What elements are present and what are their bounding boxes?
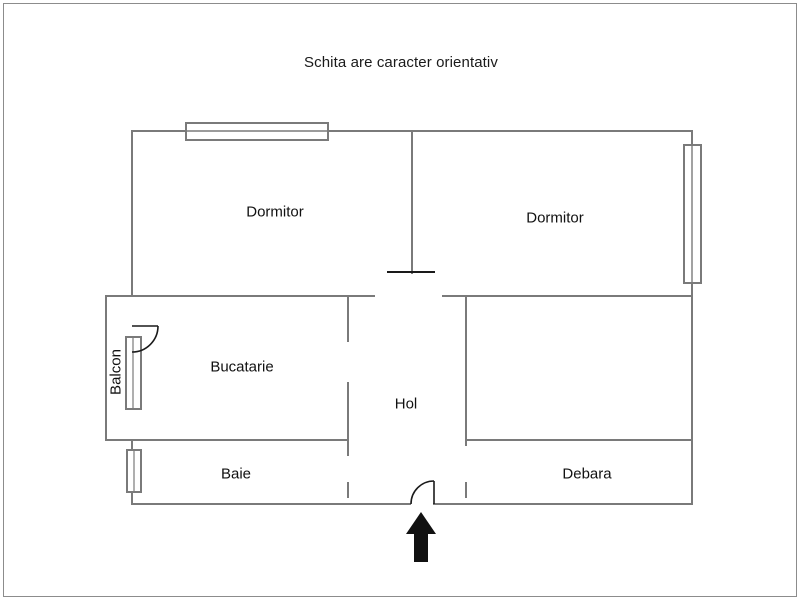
door-balcon	[131, 325, 159, 353]
room-label-baie: Baie	[220, 465, 252, 483]
room-label-balcon: Balcon	[107, 349, 125, 395]
exterior-walls	[105, 130, 693, 505]
page-title: Schita are caracter orientativ	[304, 54, 498, 71]
room-label-debara: Debara	[562, 465, 612, 483]
interior-walls	[105, 130, 693, 441]
page-border-frame	[3, 3, 797, 597]
entrance-arrow	[406, 512, 436, 562]
room-label-dormitor-left: Dormitor	[246, 203, 304, 221]
room-label-hol: Hol	[394, 395, 418, 413]
door-entrance-arc	[410, 480, 435, 505]
door-entrance	[410, 480, 435, 505]
room-label-bucatarie: Bucatarie	[210, 358, 274, 376]
room-label-dormitor-right: Dormitor	[526, 209, 584, 227]
door-balcon-arc	[131, 325, 159, 353]
